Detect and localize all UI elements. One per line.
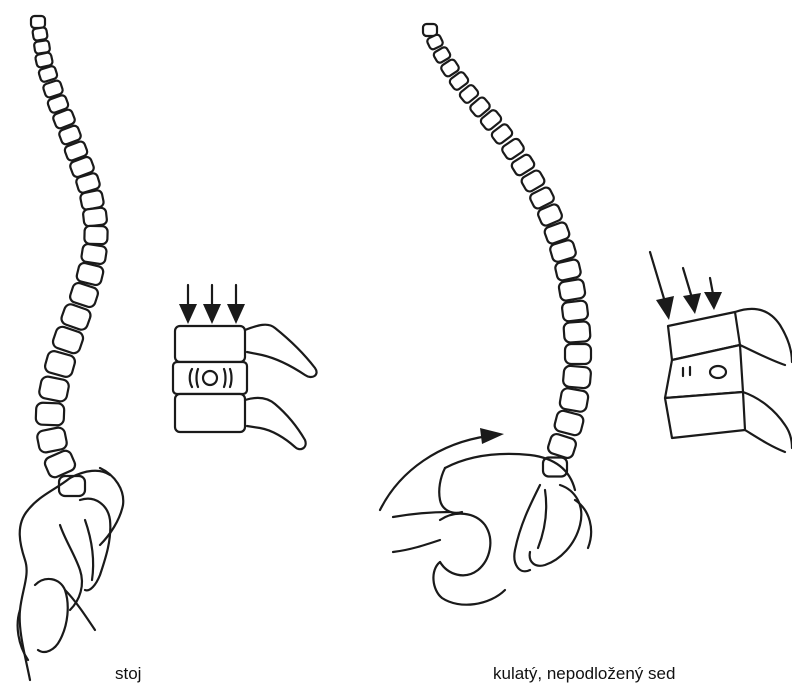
standing-vertebra	[84, 226, 107, 245]
standing-vertebra	[38, 375, 70, 402]
sitting-spine	[423, 24, 591, 477]
standing-vertebra	[81, 243, 107, 264]
sitting-vertebra	[559, 387, 589, 412]
sitting-vertebra	[563, 365, 592, 388]
sitting-vertebra	[553, 409, 584, 436]
standing-vertebra-detail	[173, 285, 317, 449]
standing-vertebra	[59, 476, 85, 496]
standing-vertebra	[36, 426, 68, 453]
standing-spine	[31, 16, 108, 496]
standing-vertebra	[83, 207, 108, 226]
pelvic-tilt-arrow	[380, 428, 504, 510]
sitting-vertebra	[547, 433, 578, 460]
caption-slumped-sitting: kulatý, nepodložený sed	[493, 664, 675, 684]
standing-vertebra	[43, 449, 77, 479]
load-arrows-vertical	[179, 285, 245, 324]
sitting-vertebra-detail	[650, 252, 792, 452]
sitting-vertebra	[561, 300, 588, 322]
standing-vertebra	[36, 402, 65, 425]
sitting-vertebra	[543, 458, 567, 477]
caption-standing: stoj	[115, 664, 141, 684]
load-arrows-oblique	[650, 252, 722, 320]
sitting-vertebra	[554, 259, 581, 282]
standing-vertebra	[32, 27, 48, 41]
sitting-vertebra	[558, 279, 586, 302]
standing-pelvis	[18, 468, 124, 680]
standing-vertebra	[31, 16, 45, 28]
sitting-vertebra	[565, 344, 591, 364]
sitting-vertebra	[563, 321, 590, 343]
